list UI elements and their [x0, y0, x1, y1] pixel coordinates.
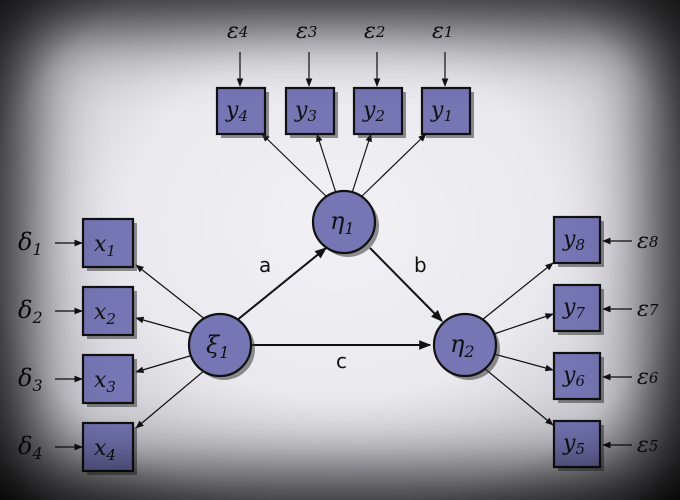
svg-text:x3: x3: [94, 368, 116, 396]
loading-xi1-x4: [135, 369, 206, 429]
indicator-y4-symbol: y: [225, 98, 239, 123]
svg-text:η2: η2: [450, 330, 475, 361]
loading-eta2-y5: [483, 367, 554, 426]
latent-eta1-sub: 1: [344, 219, 354, 238]
indicator-x4: x4: [81, 421, 137, 475]
error-label-x3: δ3: [18, 364, 43, 395]
svg-text:y4: y4: [225, 98, 248, 125]
loading-xi1-x3: [135, 354, 194, 374]
indicator-y7-sub: 7: [575, 304, 585, 322]
svg-text:η1: η1: [330, 207, 355, 238]
error-label-y4: ε4: [227, 19, 248, 44]
error-label-y6: ε6: [637, 365, 659, 390]
indicator-x3: x3: [81, 353, 137, 407]
indicator-y3-sub: 3: [307, 107, 317, 125]
svg-text:ξ1: ξ1: [206, 331, 229, 362]
svg-text:x2: x2: [94, 300, 116, 328]
latent-eta2-sub: 2: [463, 342, 474, 361]
indicator-y4: y4: [215, 86, 269, 138]
svg-text:x1: x1: [94, 232, 116, 260]
indicator-y3: y3: [284, 86, 338, 138]
indicator-y6: y6: [552, 351, 604, 403]
error-label-x2: δ2: [18, 296, 43, 327]
indicator-x3-sub: 3: [106, 378, 116, 396]
indicator-y6-symbol: y: [562, 363, 576, 388]
svg-text:x4: x4: [94, 436, 116, 464]
indicator-x1: x1: [81, 217, 137, 271]
indicator-y7-symbol: y: [562, 295, 576, 320]
indicator-y1-sub: 1: [443, 107, 453, 125]
indicator-y2-sub: 2: [374, 107, 385, 125]
error-label-x4: δ4: [18, 432, 43, 463]
indicator-y5: y5: [552, 419, 604, 471]
path-b-label: b: [414, 253, 427, 277]
error-label-y8: ε8: [637, 229, 658, 254]
latent-xi1-symbol: ξ: [206, 331, 221, 359]
path-a-arrow: [235, 247, 327, 322]
loading-eta1-y2: [351, 133, 372, 194]
svg-text:y8: y8: [562, 227, 585, 254]
error-label-y1: ε1: [432, 19, 453, 44]
path-a-label: a: [259, 253, 271, 277]
indicator-y5-symbol: y: [562, 431, 576, 456]
indicator-x1-symbol: x: [94, 232, 107, 257]
loading-eta1-y4: [261, 133, 329, 199]
error-label-y7: ε7: [637, 297, 659, 322]
path-c-label: c: [336, 349, 347, 373]
indicator-x2-sub: 2: [105, 310, 116, 328]
path-b-arrow: [369, 247, 443, 322]
svg-text:y3: y3: [294, 98, 317, 125]
indicator-y8-sub: 8: [575, 236, 585, 254]
latent-xi1: ξ1: [187, 312, 255, 380]
latent-eta2-symbol: η: [450, 330, 465, 358]
indicator-x4-sub: 4: [105, 446, 116, 464]
indicator-x3-symbol: x: [94, 368, 107, 393]
svg-text:y5: y5: [562, 431, 585, 458]
indicator-y3-symbol: y: [294, 98, 308, 123]
indicator-x4-symbol: x: [94, 436, 107, 461]
indicator-x2-symbol: x: [94, 300, 107, 325]
loading-xi1-x2: [135, 316, 194, 335]
loading-eta1-y3: [316, 133, 337, 194]
loading-xi1-x1: [135, 264, 207, 321]
svg-text:y1: y1: [430, 98, 453, 125]
error-label-x1: δ1: [18, 228, 43, 259]
error-label-y2: ε2: [364, 19, 385, 44]
loading-eta2-y6: [493, 353, 554, 372]
error-label-y3: ε3: [296, 19, 317, 44]
indicator-y5-sub: 5: [575, 440, 585, 458]
svg-text:y7: y7: [562, 295, 585, 322]
latent-xi1-sub: 1: [219, 343, 229, 362]
indicator-y8-symbol: y: [562, 227, 576, 252]
indicator-y1: y1: [420, 86, 474, 138]
svg-text:y6: y6: [562, 363, 585, 390]
indicator-y8: y8: [552, 215, 604, 267]
loading-eta2-y7: [493, 313, 554, 335]
latent-eta1: η1: [311, 189, 379, 257]
indicator-y4-sub: 4: [237, 107, 248, 125]
latent-eta2: η2: [432, 312, 500, 380]
indicator-y2: y2: [352, 86, 406, 138]
indicator-y1-symbol: y: [430, 98, 444, 123]
indicator-y2-symbol: y: [362, 98, 376, 123]
svg-text:y2: y2: [362, 98, 385, 125]
loading-eta2-y8: [481, 262, 554, 321]
indicator-x2: x2: [81, 285, 137, 339]
error-label-y5: ε5: [637, 433, 658, 458]
latent-eta1-symbol: η: [330, 207, 345, 235]
indicator-x1-sub: 1: [106, 242, 116, 260]
indicator-y7: y7: [552, 283, 604, 335]
indicator-y6-sub: 6: [575, 372, 585, 390]
loading-eta1-y1: [359, 133, 427, 199]
